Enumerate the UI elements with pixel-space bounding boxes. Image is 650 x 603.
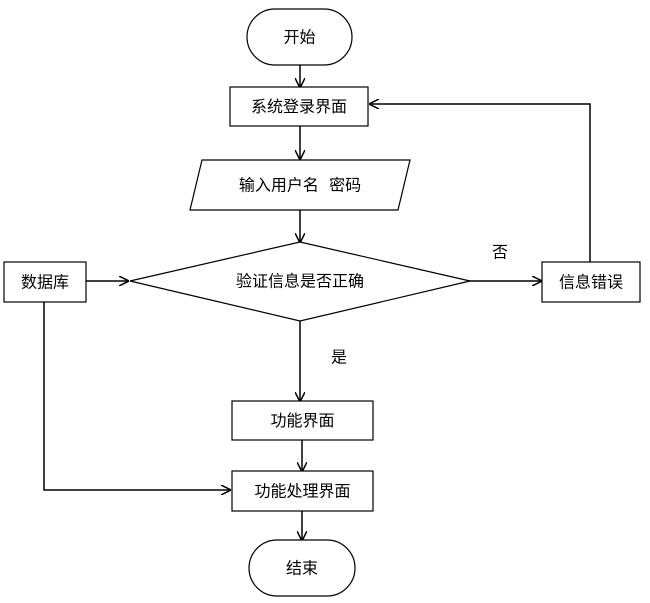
node-error: 信息错误 [541, 261, 641, 303]
node-processing-screen: 功能处理界面 [231, 470, 374, 512]
node-error-label: 信息错误 [559, 273, 623, 292]
node-function-screen: 功能界面 [231, 400, 374, 441]
node-login-screen: 系统登录界面 [229, 86, 369, 127]
node-login-screen-label: 系统登录界面 [251, 97, 347, 116]
node-start-label: 开始 [283, 28, 315, 47]
node-database-label: 数据库 [21, 273, 69, 292]
node-database: 数据库 [3, 261, 87, 303]
node-verify-label: 验证信息是否正确 [236, 272, 364, 291]
node-input-label: 输入用户名 密码 [239, 176, 361, 195]
node-function-screen-label: 功能界面 [270, 411, 334, 430]
connectors [43, 65, 591, 540]
node-start: 开始 [246, 8, 353, 66]
node-processing-screen-label: 功能处理界面 [254, 482, 350, 501]
node-end-label: 结束 [286, 559, 318, 578]
edge-label-no: 否 [492, 243, 508, 262]
edge-database-to-processing [43, 302, 230, 490]
node-end: 结束 [248, 539, 356, 597]
node-verify: 验证信息是否正确 [129, 241, 471, 322]
node-input: 输入用户名 密码 [189, 159, 411, 211]
edge-error-to-login [370, 104, 591, 262]
edge-label-yes: 是 [331, 348, 347, 367]
